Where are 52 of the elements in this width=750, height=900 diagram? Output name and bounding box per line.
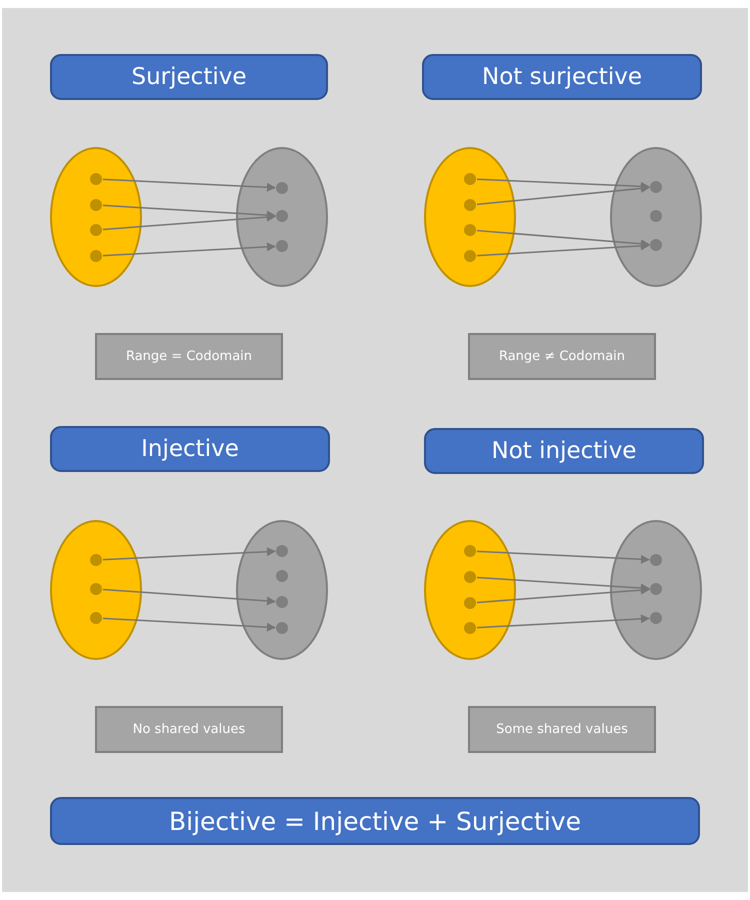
arrow <box>102 204 276 220</box>
point-dot <box>276 240 288 252</box>
arrow <box>476 178 650 191</box>
arrow <box>102 178 276 192</box>
title-banner: Not surjective <box>422 54 702 100</box>
arrow <box>476 586 650 604</box>
arrow <box>102 618 276 632</box>
point-dot <box>650 583 662 595</box>
point-dot <box>276 210 288 222</box>
title-banner: Not injective <box>424 428 704 474</box>
point-dot <box>276 570 288 582</box>
arrow <box>476 614 650 628</box>
point-dot <box>90 173 102 185</box>
point-dot <box>464 199 476 211</box>
caption-box: Range = Codomain <box>95 333 283 380</box>
title-banner: Surjective <box>50 54 328 100</box>
point-dot <box>90 250 102 262</box>
point-dot <box>464 173 476 185</box>
point-dot <box>464 622 476 634</box>
point-dot <box>464 250 476 262</box>
point-dot <box>90 554 102 566</box>
arrow <box>102 212 276 230</box>
arrow <box>476 241 650 256</box>
point-dot <box>464 545 476 557</box>
point-dot <box>276 545 288 557</box>
point-dot <box>464 597 476 609</box>
point-dot <box>276 596 288 608</box>
point-dot <box>650 554 662 566</box>
point-dot <box>650 239 662 251</box>
title-banner: Injective <box>50 426 330 472</box>
point-dot <box>276 622 288 634</box>
arrow <box>476 576 650 593</box>
title-banner: Bijective = Injective + Surjective <box>50 797 700 845</box>
caption-box: Some shared values <box>468 706 656 753</box>
caption-box: Range ≠ Codomain <box>468 333 656 380</box>
point-dot <box>464 224 476 236</box>
arrow <box>102 588 276 606</box>
arrow <box>476 550 650 564</box>
arrow <box>476 184 650 206</box>
caption-box: No shared values <box>95 706 283 753</box>
arrow <box>102 547 276 560</box>
point-dot <box>90 612 102 624</box>
point-dot <box>464 571 476 583</box>
arrow <box>476 230 650 248</box>
point-dot <box>276 182 288 194</box>
arrow <box>102 242 276 256</box>
point-dot <box>90 583 102 595</box>
point-dot <box>90 199 102 211</box>
point-dot <box>650 210 662 222</box>
point-dot <box>650 181 662 193</box>
point-dot <box>650 612 662 624</box>
point-dot <box>90 224 102 236</box>
